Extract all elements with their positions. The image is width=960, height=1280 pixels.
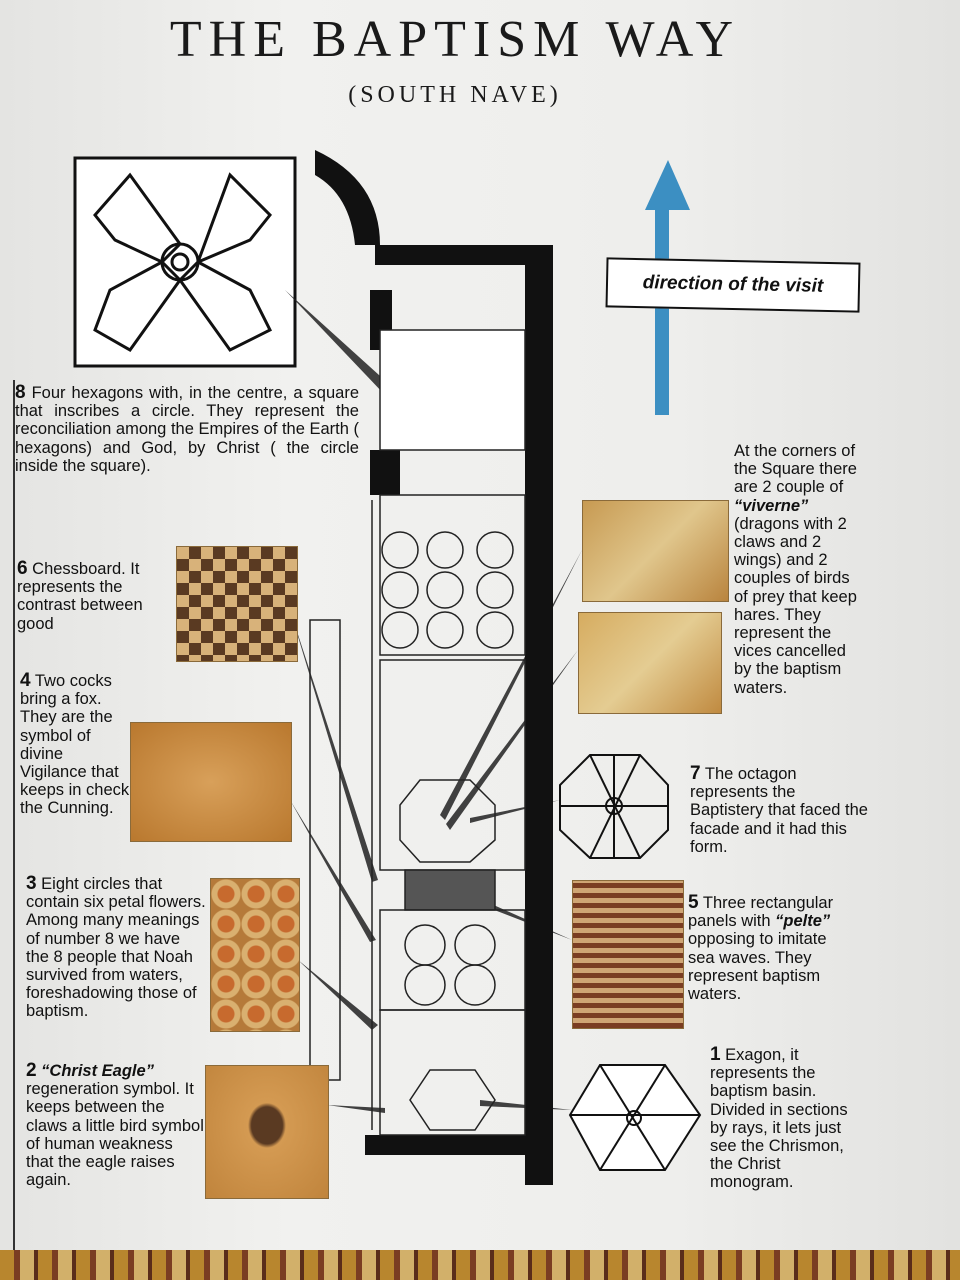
direction-of-visit-label: direction of the visit: [605, 257, 861, 313]
eight-circles-mosaic-image: [210, 878, 300, 1032]
item-text: Exagon, it represents the baptism basin.…: [710, 1046, 848, 1192]
item-4-caption: 4 Two cocks bring a fox. They are the sy…: [20, 670, 130, 818]
cocks-fox-mosaic-image: [130, 722, 292, 842]
pelte-mosaic-image: [572, 880, 684, 1029]
margin-line: [13, 380, 15, 1280]
item-6-caption: 6 Chessboard. It represents the contrast…: [17, 558, 157, 633]
item-number: 2: [26, 1060, 37, 1081]
item-number: 5: [688, 892, 699, 913]
corners-caption: At the corners of the Square there are 2…: [734, 442, 866, 697]
chessboard-mosaic-image: [176, 546, 298, 662]
item-text: Three rectangular panels with: [688, 894, 834, 931]
item-number: 1: [710, 1044, 721, 1065]
item-number: 6: [17, 558, 28, 579]
hexagon-basin-diagram: [568, 1064, 702, 1171]
octagon-diagram: [559, 754, 669, 859]
item-title: “Christ Eagle”: [36, 1062, 154, 1080]
birds-of-prey-mosaic-image: [578, 612, 722, 714]
item-text: Four hexagons with, in the centre, a squ…: [15, 384, 359, 475]
item-text: (dragons with 2 claws and 2 wings) and 2…: [734, 514, 857, 697]
item-text: At the corners of the Square there are 2…: [734, 442, 857, 497]
item-text: Two cocks bring a fox. They are the symb…: [20, 672, 130, 818]
item-1-caption: 1 Exagon, it represents the baptism basi…: [710, 1044, 860, 1192]
item-number: 8: [15, 382, 26, 403]
item-text: Chessboard. It represents the contrast b…: [17, 560, 143, 633]
viverne-mosaic-image: [582, 500, 729, 602]
item-5-caption: 5 Three rectangular panels with “pelte” …: [688, 892, 848, 1004]
christ-eagle-mosaic-image: [205, 1065, 329, 1199]
item-number: 4: [20, 670, 31, 691]
item-3-caption: 3 Eight circles that contain six petal f…: [26, 873, 206, 1021]
item-number: 7: [690, 763, 701, 784]
four-hexagons-diagram: [73, 156, 297, 368]
item-text: The octagon represents the Baptistery th…: [690, 765, 868, 856]
item-text: regeneration symbol. It keeps between th…: [26, 1080, 204, 1190]
item-number: 3: [26, 873, 37, 894]
item-2-caption: 2 “Christ Eagle”regeneration symbol. It …: [26, 1060, 204, 1190]
item-8-caption: 8 Four hexagons with, in the centre, a s…: [15, 382, 359, 475]
item-emphasis: “pelte”: [775, 912, 831, 931]
nave-floor: [309, 329, 526, 1136]
item-emphasis: “viverne”: [734, 496, 809, 515]
item-text: Eight circles that contain six petal flo…: [26, 875, 206, 1021]
mosaic-border-strip: [0, 1250, 960, 1280]
page-title: THE BAPTISM WAY: [169, 11, 741, 68]
item-text: opposing to imitate sea waves. They repr…: [688, 930, 827, 1004]
nave-walls: [315, 150, 553, 1185]
item-7-caption: 7 The octagon represents the Baptistery …: [690, 763, 870, 856]
page-subtitle: (SOUTH NAVE): [348, 82, 562, 108]
